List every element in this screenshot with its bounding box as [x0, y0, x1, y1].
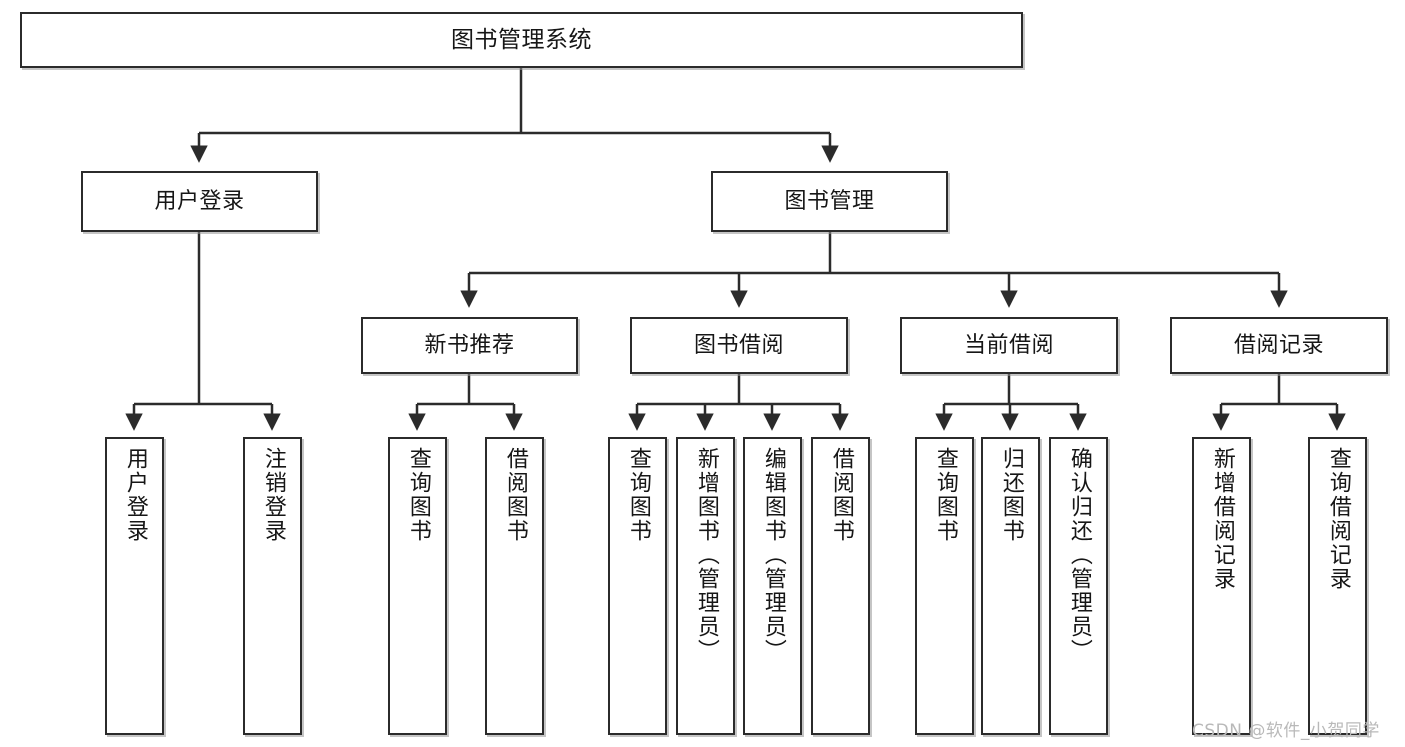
node-leaf-return-book[interactable]: 归还图书 [981, 437, 1040, 735]
node-root-book-management-system[interactable]: 图书管理系统 [20, 12, 1023, 68]
node-label: 图书管理系统 [451, 26, 592, 53]
csdn-watermark: CSDN @软件_小贺同学 [1192, 721, 1380, 741]
node-label: 新书推荐 [424, 332, 515, 358]
node-leaf-borrow-book[interactable]: 借阅图书 [811, 437, 870, 735]
node-label: 归还图书 [998, 447, 1024, 543]
node-label: 图书借阅 [693, 332, 784, 358]
node-leaf-confirm-return-admin[interactable]: 确认归还（管理员） [1049, 437, 1108, 735]
node-leaf-logout[interactable]: 注销登录 [243, 437, 302, 735]
node-label: 当前借阅 [963, 332, 1054, 358]
node-label: 查询图书 [932, 447, 958, 543]
node-leaf-user-login[interactable]: 用户登录 [105, 437, 164, 735]
node-label: 新增图书（管理员） [693, 447, 719, 663]
node-book-management[interactable]: 图书管理 [711, 171, 948, 232]
node-borrow-record[interactable]: 借阅记录 [1170, 317, 1388, 374]
node-label: 借阅图书 [828, 447, 854, 543]
node-label: 借阅记录 [1233, 332, 1324, 358]
node-leaf-edit-book-admin[interactable]: 编辑图书（管理员） [743, 437, 802, 735]
node-label: 编辑图书（管理员） [760, 447, 786, 663]
node-label: 用户登录 [122, 447, 148, 543]
node-leaf-query-book-recommend[interactable]: 查询图书 [388, 437, 447, 735]
node-label: 注销登录 [260, 447, 286, 543]
node-leaf-query-borrow-record[interactable]: 查询借阅记录 [1308, 437, 1367, 735]
node-leaf-add-book-admin[interactable]: 新增图书（管理员） [676, 437, 735, 735]
node-label: 查询图书 [625, 447, 651, 543]
node-leaf-add-borrow-record[interactable]: 新增借阅记录 [1192, 437, 1251, 735]
node-label: 新增借阅记录 [1209, 447, 1235, 591]
node-user-login[interactable]: 用户登录 [81, 171, 318, 232]
node-new-book-recommend[interactable]: 新书推荐 [361, 317, 578, 374]
node-leaf-borrow-book-recommend[interactable]: 借阅图书 [485, 437, 544, 735]
node-current-borrow[interactable]: 当前借阅 [900, 317, 1118, 374]
node-label: 图书管理 [784, 188, 875, 214]
node-label: 用户登录 [154, 188, 245, 214]
node-label: 确认归还（管理员） [1066, 447, 1092, 663]
node-leaf-query-book-current[interactable]: 查询图书 [915, 437, 974, 735]
node-book-borrow[interactable]: 图书借阅 [630, 317, 848, 374]
node-label: 借阅图书 [502, 447, 528, 543]
node-leaf-query-book-borrow[interactable]: 查询图书 [608, 437, 667, 735]
node-label: 查询图书 [405, 447, 431, 543]
node-label: 查询借阅记录 [1325, 447, 1351, 591]
